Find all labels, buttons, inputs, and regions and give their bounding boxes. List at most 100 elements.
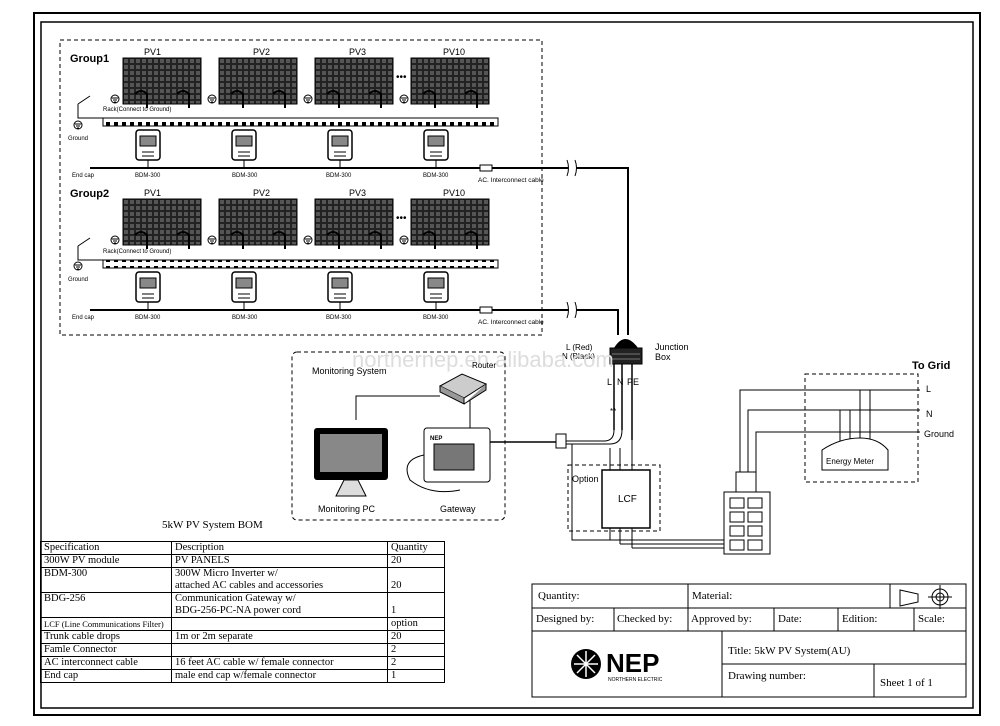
group2-pv10-label: PV10 [443, 188, 465, 198]
group1-pv2-label: PV2 [253, 47, 270, 57]
cable-label: AC. Interconnect cable [478, 177, 544, 184]
tb-sheet: Sheet 1 of 1 [880, 677, 933, 689]
bom-desc: Communication Gateway w/BDG-256-PC-NA po… [171, 592, 388, 618]
bom-qty: 20 [387, 554, 445, 568]
group1-pv3-label: PV3 [349, 47, 366, 57]
bom-qty: 20 [387, 567, 445, 593]
group2-title: Group2 [70, 188, 109, 200]
breaker-panel [700, 389, 920, 555]
bom-desc-line: 300W Micro Inverter w/ [175, 568, 278, 579]
group1-pv10-label: PV10 [443, 47, 465, 57]
micro-inverter [231, 271, 257, 303]
grid-section: To Grid L N Ground Energy Meter [804, 360, 954, 483]
ground-icon [207, 94, 217, 104]
pv-panel [410, 198, 490, 250]
pv-panel [218, 57, 298, 109]
ground-icon [399, 235, 409, 245]
rack-label: Rack(Connect to Ground) [103, 249, 171, 255]
bom-desc: 16 feet AC cable w/ female connector [171, 656, 388, 670]
pv-panel [314, 198, 394, 250]
mounting-rail [102, 117, 499, 127]
bom-spec: BDG-256 [40, 592, 172, 618]
grid-line-ground: Ground [924, 429, 954, 439]
endcap-label: End cap [72, 173, 95, 179]
micro-inverter [327, 129, 353, 161]
bom-desc-line: attached AC cables and accessories [175, 580, 324, 591]
group1: Group1 PV1 PV2 PV3 PV10 ••• Rack(Connect… [68, 47, 629, 335]
terminal-l: L [607, 377, 612, 387]
lcf-box: Option LCF [567, 444, 700, 549]
bom-header-desc: Description [171, 541, 388, 555]
tb-approved: Approved by: [691, 613, 752, 625]
group1-pv1-label: PV1 [144, 47, 161, 57]
group2-pv1-label: PV1 [144, 188, 161, 198]
bom-header-qty: Quantity [387, 541, 445, 555]
bom-spec: End cap [40, 669, 172, 683]
ground-icon [399, 94, 409, 104]
bom-desc: male end cap w/female connector [171, 669, 388, 683]
tb-designed: Designed by: [536, 613, 595, 625]
bom-spec: LCF (Line Communications Filter) [40, 617, 172, 631]
ground-icon [207, 235, 217, 245]
lcf-option: Option [572, 474, 599, 484]
micro-inverter [423, 271, 449, 303]
bom-row: LCF (Line Communications Filter)option [40, 617, 445, 631]
drawing-border [33, 12, 981, 716]
pv-panel [314, 57, 394, 109]
wire-black-label: N (Black) [562, 352, 595, 361]
junction-label: Junction [655, 342, 689, 352]
wire-red-label: L (Red) [566, 343, 593, 352]
monitoring-system: Monitoring System Router Monitoring PC N… [291, 351, 556, 521]
energy-meter-label: Energy Meter [826, 457, 874, 466]
micro-inverter [327, 271, 353, 303]
bom-spec: AC interconnect cable [40, 656, 172, 670]
bom-desc-line: PV PANELS [175, 555, 230, 566]
bom-desc [171, 617, 388, 631]
bom-spec: Famle Connector [40, 643, 172, 657]
ground-icon [110, 94, 120, 104]
bom-table: Specification Description Quantity 300W … [40, 541, 445, 683]
group1-title: Group1 [70, 53, 109, 65]
gateway-brand: NEP [430, 436, 442, 442]
ground-icon [73, 120, 83, 130]
tb-drawing: Drawing number: [728, 670, 806, 682]
tb-date: Date: [778, 613, 802, 625]
bom-qty: 1 [387, 592, 445, 618]
ground-icon [303, 94, 313, 104]
bom-desc: PV PANELS [171, 554, 388, 568]
bom-qty: 2 [387, 643, 445, 657]
nep-logo-sub: NORTHERN ELECTRIC [608, 677, 663, 683]
bom-desc-line: BDG-256-PC-NA power cord [175, 605, 301, 616]
pc-label: Monitoring PC [318, 504, 376, 514]
bom-desc-line: male end cap w/female connector [175, 670, 317, 681]
ground-icon [110, 235, 120, 245]
tb-edition: Edition: [842, 613, 878, 625]
more-dots: ••• [396, 213, 407, 224]
nep-logo-text: NEP [606, 648, 659, 678]
pv-panel [122, 198, 202, 250]
tb-quantity: Quantity: [538, 590, 580, 602]
bom-desc [171, 643, 388, 657]
monitoring-title: Monitoring System [312, 366, 387, 376]
pv-panel [122, 57, 202, 109]
bom-spec: BDM-300 [40, 567, 172, 593]
ground-icon [73, 261, 83, 271]
tb-checked: Checked by: [617, 613, 673, 625]
pv-panel [410, 57, 490, 109]
bom-desc-line: 1m or 2m separate [175, 631, 253, 642]
junction-box: L (Red) N (Black) Junction Box L N PE ** [562, 339, 689, 440]
svg-text:**: ** [610, 407, 616, 416]
bom-header-row: Specification Description Quantity [40, 541, 445, 555]
terminal-pe: PE [627, 377, 639, 387]
ground-icon [303, 235, 313, 245]
router-label: Router [472, 361, 496, 370]
bom-spec: Trunk cable drops [40, 630, 172, 644]
tb-title: Title: 5kW PV System(AU) [728, 645, 851, 657]
female-connector [555, 433, 567, 449]
group2-pv2-label: PV2 [253, 188, 270, 198]
endcap-label: End cap [72, 315, 95, 321]
